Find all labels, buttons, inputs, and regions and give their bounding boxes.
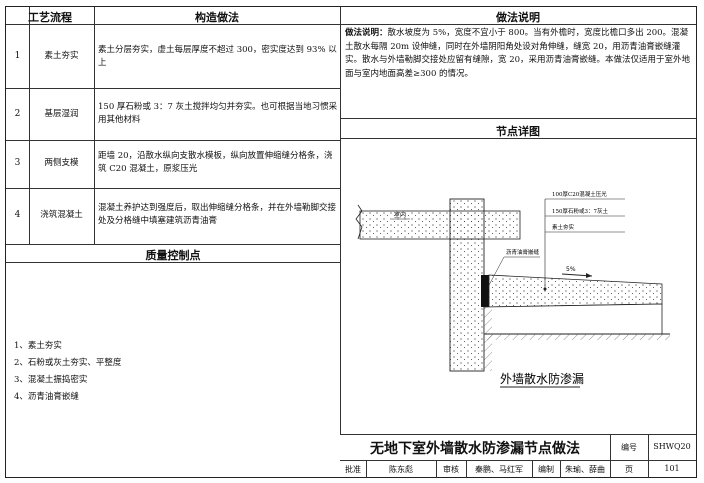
review-label: 审核 [443, 465, 459, 474]
description-label: 做法说明： [345, 28, 388, 38]
list-item: 2、石粉或灰土夯实、平整度 [14, 358, 122, 368]
layer-leaders [543, 198, 625, 291]
drawing-title: 无地下室外墙散水防渗漏节点做法 [370, 441, 580, 457]
quality-list: 1、素土夯实 2、石粉或灰土夯实、平整度 3、混凝土振捣密实 4、沥青油膏嵌缝 [14, 338, 334, 406]
description-text: 做法说明：散水坡度为 5%，宽度不宜小于 800。当有外檐时，宽度比檐口多出 2… [345, 27, 693, 81]
sealant-leader [487, 256, 505, 288]
tb-divider [648, 434, 649, 478]
layer-label-concrete: 100厚C20混凝土压光 [552, 190, 607, 198]
row-rule-1 [6, 88, 340, 89]
row-rule-3 [6, 188, 340, 189]
break-line [355, 204, 363, 240]
indoor-label: 室内 [394, 211, 406, 219]
detail-header-rule [340, 138, 696, 139]
tb-divider [466, 460, 467, 478]
list-item: 3、混凝土振捣密实 [14, 375, 88, 385]
page-value: 101 [664, 464, 680, 473]
page-label: 页 [625, 465, 633, 474]
row-rule-4 [6, 244, 340, 245]
col-divider-2 [94, 7, 95, 244]
tb-divider [436, 460, 437, 478]
sealant-label: 沥青油膏嵌缝 [506, 248, 540, 256]
approve-label: 批准 [345, 465, 361, 474]
row-step: 素土夯实 [44, 51, 79, 61]
header-rule [6, 24, 696, 25]
quality-title: 质量控制点 [145, 249, 201, 262]
col-divider-main [340, 7, 341, 434]
row-method: 距墙 20，沿散水纵向支散水模板，纵向放置伸缩缝分格条，浇筑 C20 混凝土，原… [98, 151, 333, 174]
row-number: 4 [14, 210, 21, 220]
titleblock-top-rule [340, 434, 696, 435]
row-number: 2 [14, 109, 21, 119]
row-method: 150 厚石粉或 3：7 灰土搅拌均匀并夯实。也可根据当地习惯采用其他材料 [98, 102, 338, 125]
row-step: 基层湿润 [44, 109, 79, 119]
row-number: 3 [14, 158, 21, 168]
quality-header-rule [6, 262, 340, 263]
floor-slab [359, 210, 521, 240]
sealant-joint [481, 275, 489, 307]
layer-label-base: 150厚石粉或3：7灰土 [552, 207, 608, 215]
node-detail-drawing: 5% 100厚C20混凝土压光 150厚石粉或3：7灰土 素土夯实 室内 沥青油… [355, 190, 670, 388]
titleblock-mid-rule [340, 460, 696, 461]
approve-value: 陈东彪 [389, 465, 413, 474]
drawing-frame [5, 6, 697, 478]
tb-divider [610, 460, 611, 478]
list-item: 4、沥青油膏嵌缝 [14, 392, 79, 402]
code-value: SHWQ20 [653, 442, 691, 451]
tb-divider [560, 460, 561, 478]
row-step: 两侧支模 [44, 158, 79, 168]
code-label: 编号 [621, 443, 637, 452]
tb-divider [532, 460, 533, 478]
slope-arrowhead [586, 273, 592, 278]
header-description: 做法说明 [496, 11, 540, 24]
draft-label: 编制 [538, 465, 554, 474]
row-step: 浇筑混凝土 [40, 210, 83, 220]
base-layer [483, 303, 663, 335]
description-body: 散水坡度为 5%，宽度不宜小于 800。当有外檐时，宽度比檐口多出 200。混凝… [345, 28, 691, 79]
tb-divider [366, 460, 367, 478]
concrete-apron [488, 274, 663, 308]
detail-caption: 外墙散水防渗漏 [500, 371, 584, 386]
detail-title: 节点详图 [496, 125, 540, 138]
desc-rule [340, 118, 696, 119]
soil-hatch [484, 307, 492, 371]
col-divider-1 [29, 7, 30, 244]
header-process: 工艺流程 [28, 11, 72, 24]
slope-label: 5% [566, 266, 576, 273]
tb-divider [610, 434, 611, 460]
row-method: 混凝土养护达到强度后，取出伸缩缝分格条，并在外墙勒脚交接处及分格缝中填塞建筑沥青… [98, 203, 337, 226]
review-value: 秦鹏、马红军 [475, 465, 523, 474]
exterior-wall [449, 198, 485, 372]
draft-value: 朱瑜、薛曲 [565, 465, 605, 474]
compacted-soil [484, 334, 670, 340]
row-method: 素土分层夯实，虚土每层厚度不超过 300，密实度达到 93% 以上 [98, 45, 337, 68]
header-method: 构造做法 [195, 11, 239, 24]
layer-label-soil: 素土夯实 [552, 223, 575, 231]
list-item: 1、素土夯实 [14, 341, 62, 351]
row-number: 1 [14, 51, 21, 61]
row-rule-2 [6, 140, 340, 141]
